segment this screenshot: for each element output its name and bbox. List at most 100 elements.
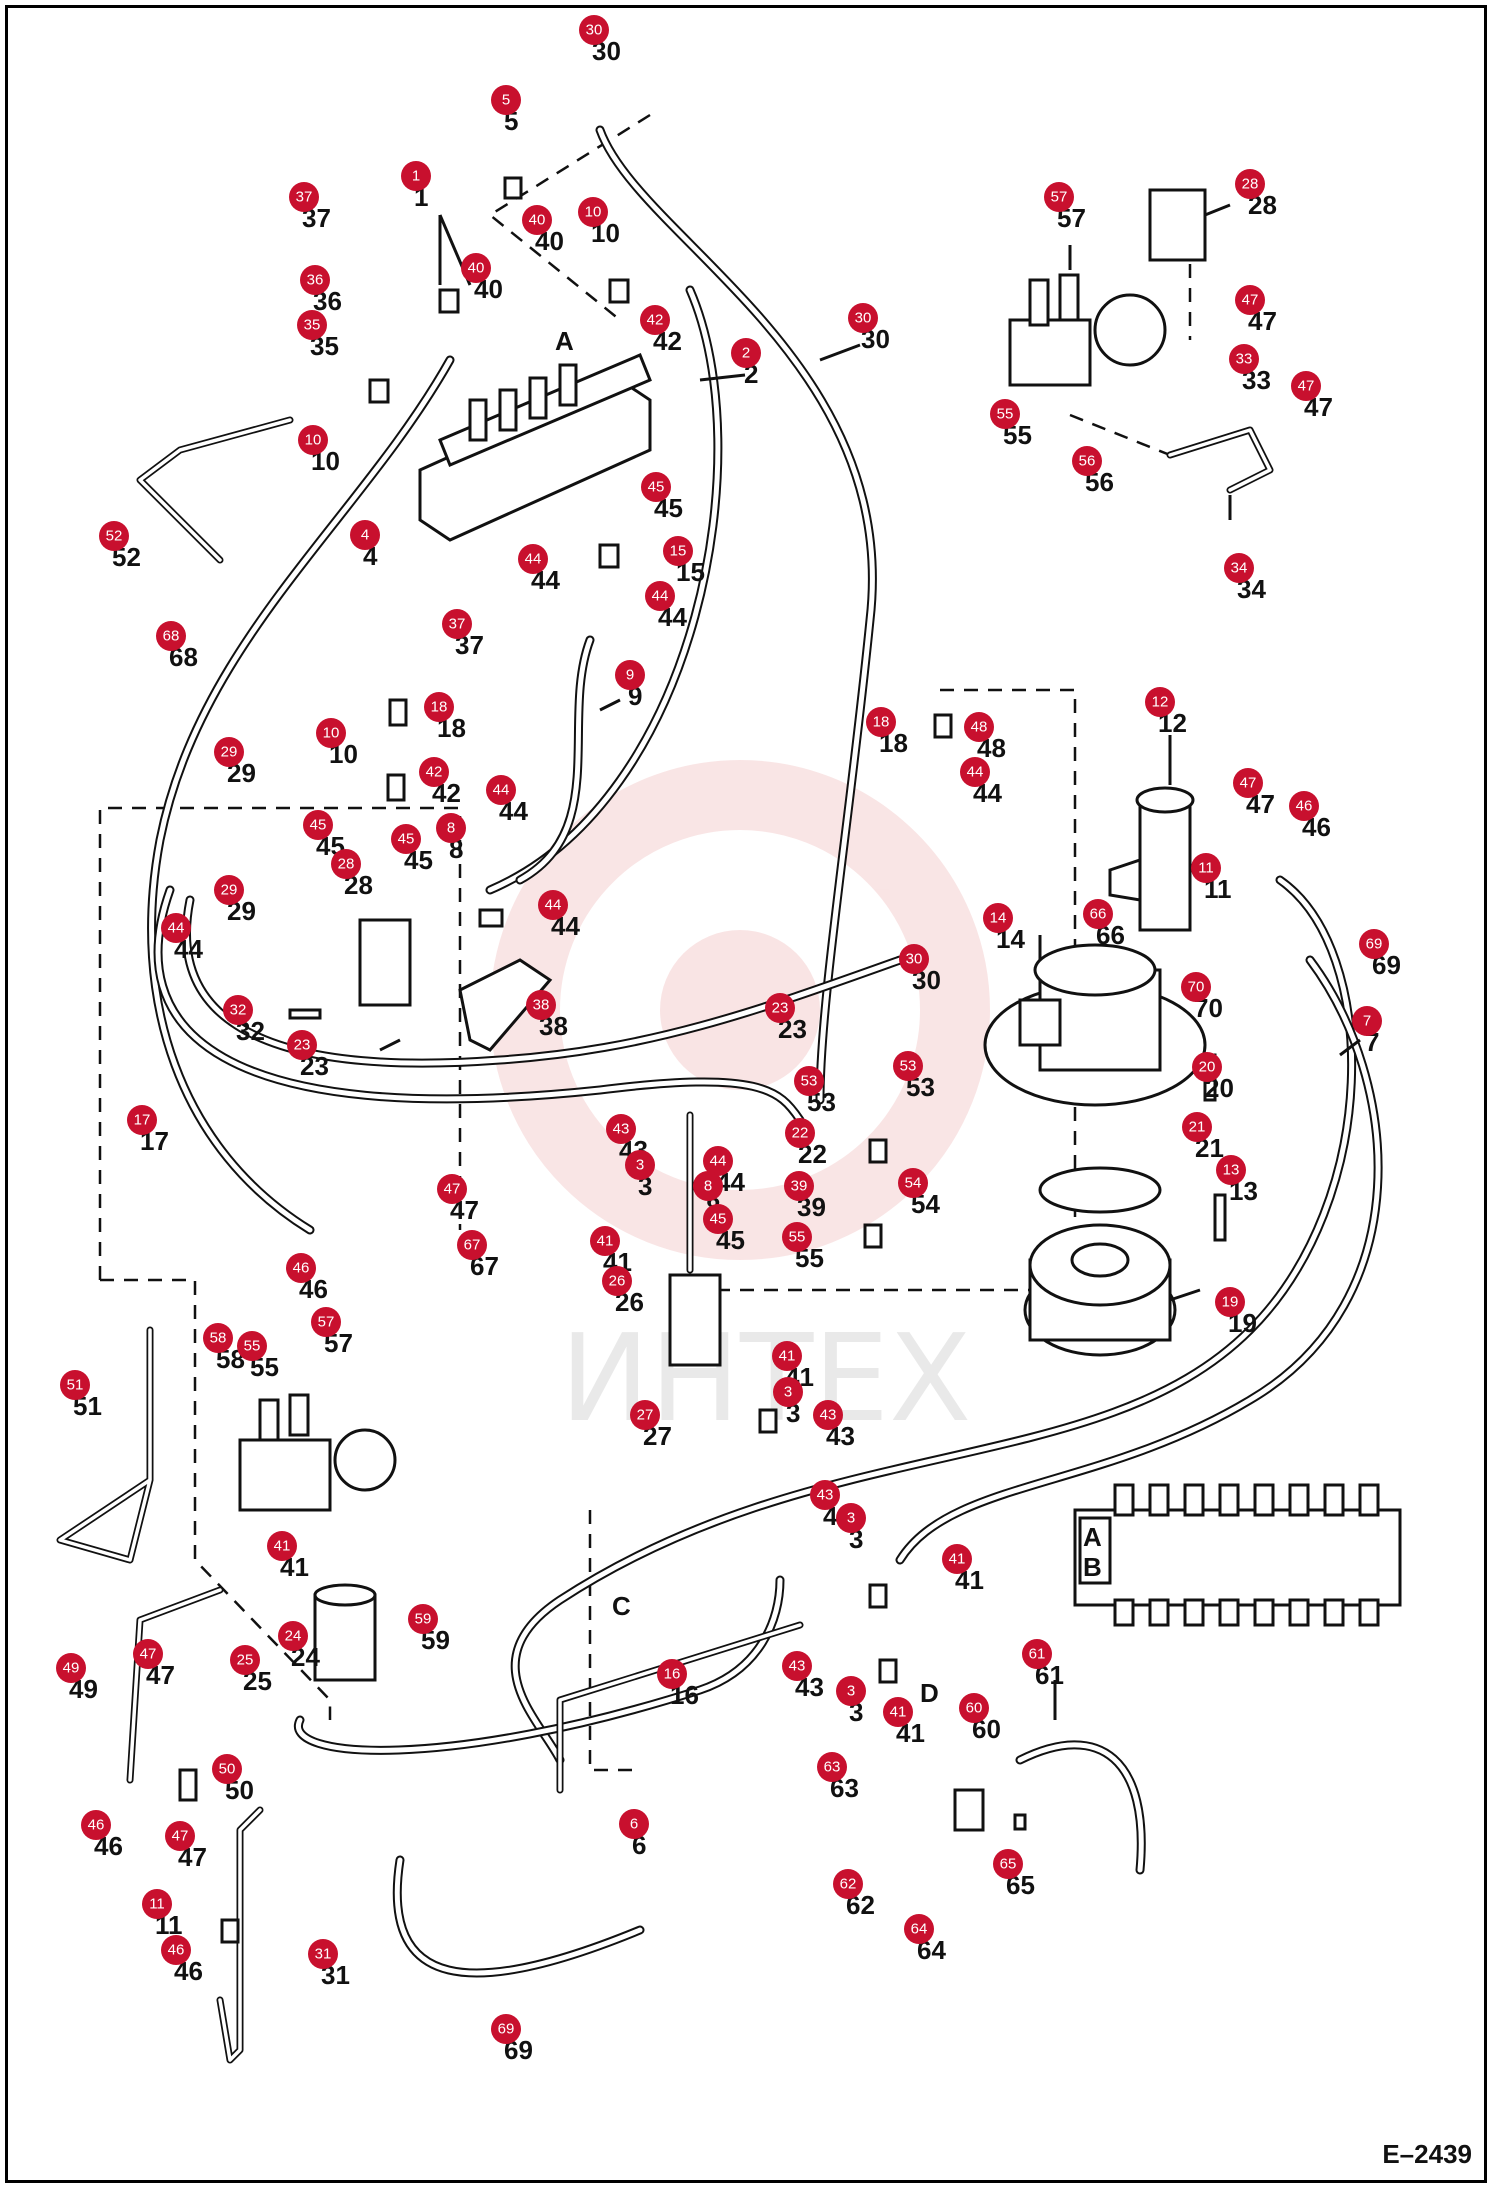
callout-badge-text: 30 [906,951,923,968]
callout-badge-text: 39 [791,1178,808,1195]
callout-badge-text: 51 [67,1377,84,1394]
callout-badge [214,875,244,905]
callout-badge-text: 10 [305,432,322,449]
callout-badge-text: 8 [704,1178,712,1195]
callout-badge-text: 53 [900,1058,917,1075]
callout-badge-text: 20 [1199,1059,1216,1076]
callout-badge [784,1171,814,1201]
callout-badge-text: 11 [1198,860,1214,877]
callout-7: 77 [1352,1006,1382,1057]
callout-badge [161,1935,191,1965]
callout-badge [1182,1112,1212,1142]
tube-51 [56,1326,154,1564]
callout-badge [904,1914,934,1944]
callout-badge-text: 45 [648,479,665,496]
callout-badge [1291,371,1321,401]
callout-badge-text: 30 [586,22,603,39]
callout-badge-text: 1 [412,168,420,185]
callout-badge-text: 8 [447,820,455,837]
callout-badge-text: 23 [294,1037,311,1054]
callout-4: 44 [350,520,380,571]
callout-badge [391,824,421,854]
callout-badge-text: 4 [361,527,369,544]
callout-badge [278,1621,308,1651]
hoses [147,125,1383,1978]
callout-badge [538,890,568,920]
callout-badge-text: 44 [545,897,562,914]
callout-badge-text: 5 [502,92,510,109]
callout-badge-text: 46 [168,1942,185,1959]
callout-badge [286,1253,316,1283]
block-28-upper [1148,188,1207,262]
callout-badge [836,1676,866,1706]
callout-badge [156,621,186,651]
callout-badge [486,775,516,805]
callout-badge [424,692,454,722]
callout-badge-text: 13 [1223,1162,1240,1179]
callout-6: 66 [619,1809,649,1860]
callout-badge [203,1323,233,1353]
callout-badge [602,1266,632,1296]
callout-badge-text: 46 [1296,798,1313,815]
callout-badge [316,718,346,748]
callout-badge [703,1146,733,1176]
dashed-routing-left [98,806,462,1280]
callout-badge-text: 44 [525,551,542,568]
callout-badge [437,1174,467,1204]
callout-badge [267,1531,297,1561]
callout-1: 11 [401,161,431,212]
callout-badge [1044,182,1074,212]
callout-badge-text: 41 [274,1538,291,1555]
callout-badge-text: 57 [1051,189,1068,206]
callout-badge [782,1222,812,1252]
callout-badge [848,303,878,333]
callout-badge [442,609,472,639]
callout-badge [703,1204,733,1234]
callout-badge-text: 43 [820,1407,837,1424]
callout-badge-text: 43 [613,1121,630,1138]
callout-badge [303,810,333,840]
callout-badge [214,737,244,767]
callout-badge [419,757,449,787]
callout-badge-text: 40 [529,212,546,229]
swing-seal-ring [1038,1166,1162,1214]
callout-badge-text: 63 [824,1759,841,1776]
callout-badge [813,1400,843,1430]
hose-69-lower [392,1855,645,1978]
dashed-routing-top [487,113,651,321]
callout-badge-text: 29 [221,744,238,761]
callout-badge-text: 18 [873,714,890,731]
